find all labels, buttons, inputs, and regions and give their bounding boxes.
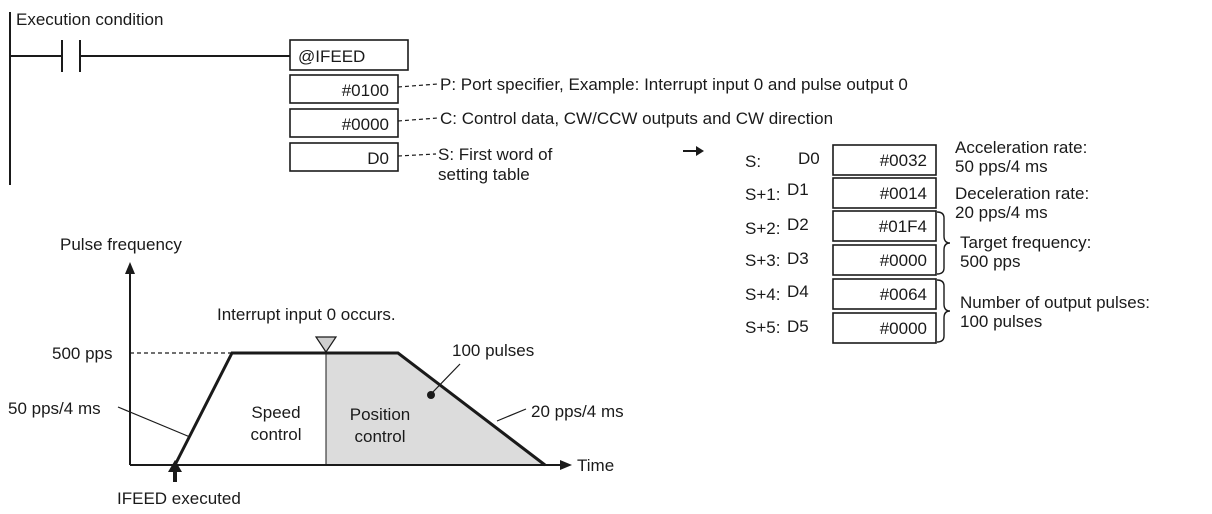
no-contact-symbol [61, 40, 81, 72]
interrupt-label: Interrupt input 0 occurs. [217, 305, 396, 324]
position-control-line2: control [354, 427, 405, 446]
row-word: D1 [787, 180, 809, 199]
operand-box-c [289, 108, 399, 138]
speed-control-line2: control [250, 425, 301, 444]
pulse-profile-graph: Pulse frequency Time 500 pps Interrupt i… [8, 235, 624, 508]
ladder-rung: Execution condition @IFEED #0100 #0000 D… [9, 10, 908, 185]
note-decel-line2: 20 pps/4 ms [955, 203, 1048, 222]
row-offset: S+2: [745, 219, 780, 238]
table-cell-value: #0000 [880, 319, 927, 338]
table-cell [832, 177, 937, 209]
table-cell-value: #01F4 [879, 217, 927, 236]
target-frequency-label: 500 pps [52, 344, 113, 363]
decel-leader [496, 408, 527, 422]
execution-condition-label: Execution condition [16, 10, 163, 29]
note-target-line2: 500 pps [960, 252, 1021, 271]
table-cell [832, 278, 937, 310]
operand-desc-c: C: Control data, CW/CCW outputs and CW d… [440, 109, 833, 128]
table-cell-value: #0064 [880, 285, 927, 304]
row-offset: S+5: [745, 318, 780, 337]
operand-box-p [289, 74, 399, 104]
operand-value-p: #0100 [342, 81, 389, 100]
speed-control-line1: Speed [251, 403, 300, 422]
operand-value-s: D0 [367, 149, 389, 168]
note-accel-line1: Acceleration rate: [955, 138, 1087, 157]
note-target-line1: Target frequency: [960, 233, 1091, 252]
operand-desc-p: P: Port specifier, Example: Interrupt in… [440, 75, 908, 94]
arrow-up-icon [168, 460, 182, 472]
leader-c [397, 117, 439, 122]
setting-table: S: D0 S+1: D1 S+2: D2 S+3: D3 S+4: D4 S+… [683, 138, 1150, 344]
executed-label: IFEED executed [117, 489, 241, 508]
x-axis-label: Time [577, 456, 614, 475]
table-cell-value: #0000 [880, 251, 927, 270]
row-offset: S: [745, 152, 761, 171]
leader-p [397, 83, 439, 88]
pulses-leader [430, 363, 461, 395]
pulse-profile-curve [173, 351, 546, 467]
row-word: D0 [798, 149, 820, 168]
instruction-mnemonic: @IFEED [298, 47, 365, 66]
x-axis-arrowhead [560, 460, 572, 470]
table-cell [832, 210, 937, 242]
operand-desc-s-line2: setting table [438, 165, 530, 184]
pulses-label: 100 pulses [452, 341, 534, 360]
instruction-block: @IFEED #0100 #0000 D0 [289, 39, 409, 172]
interrupt-marker-icon [314, 336, 338, 354]
note-pulses-line2: 100 pulses [960, 312, 1042, 331]
instruction-box [289, 39, 409, 71]
table-cell-value: #0014 [880, 184, 927, 203]
row-offset: S+1: [745, 185, 780, 204]
operand-desc-s-line1: S: First word of [438, 145, 553, 164]
brace-output-pulses [936, 279, 951, 343]
decel-rate-label: 20 pps/4 ms [531, 402, 624, 421]
row-word: D3 [787, 249, 809, 268]
y-axis-arrowhead [125, 262, 135, 274]
row-offset: S+3: [745, 251, 780, 270]
operand-value-c: #0000 [342, 115, 389, 134]
row-word: D5 [787, 317, 809, 336]
table-cell-value: #0032 [880, 151, 927, 170]
row-offset: S+4: [745, 285, 780, 304]
row-word: D2 [787, 215, 809, 234]
leader-s [397, 153, 437, 157]
note-decel-line1: Deceleration rate: [955, 184, 1089, 203]
accel-leader [117, 406, 191, 438]
note-accel-line2: 50 pps/4 ms [955, 157, 1048, 176]
operand-box-s [289, 142, 399, 172]
position-control-region [326, 353, 545, 465]
y-axis-label: Pulse frequency [60, 235, 182, 254]
arrow-right-icon [683, 146, 704, 156]
table-cell [832, 312, 937, 344]
row-word: D4 [787, 282, 809, 301]
accel-rate-label: 50 pps/4 ms [8, 399, 101, 418]
pulses-dot-marker [427, 391, 435, 399]
position-control-line1: Position [350, 405, 410, 424]
note-pulses-line1: Number of output pulses: [960, 293, 1150, 312]
brace-target-frequency [936, 211, 951, 275]
table-cell [832, 244, 937, 276]
table-cell [832, 144, 937, 176]
